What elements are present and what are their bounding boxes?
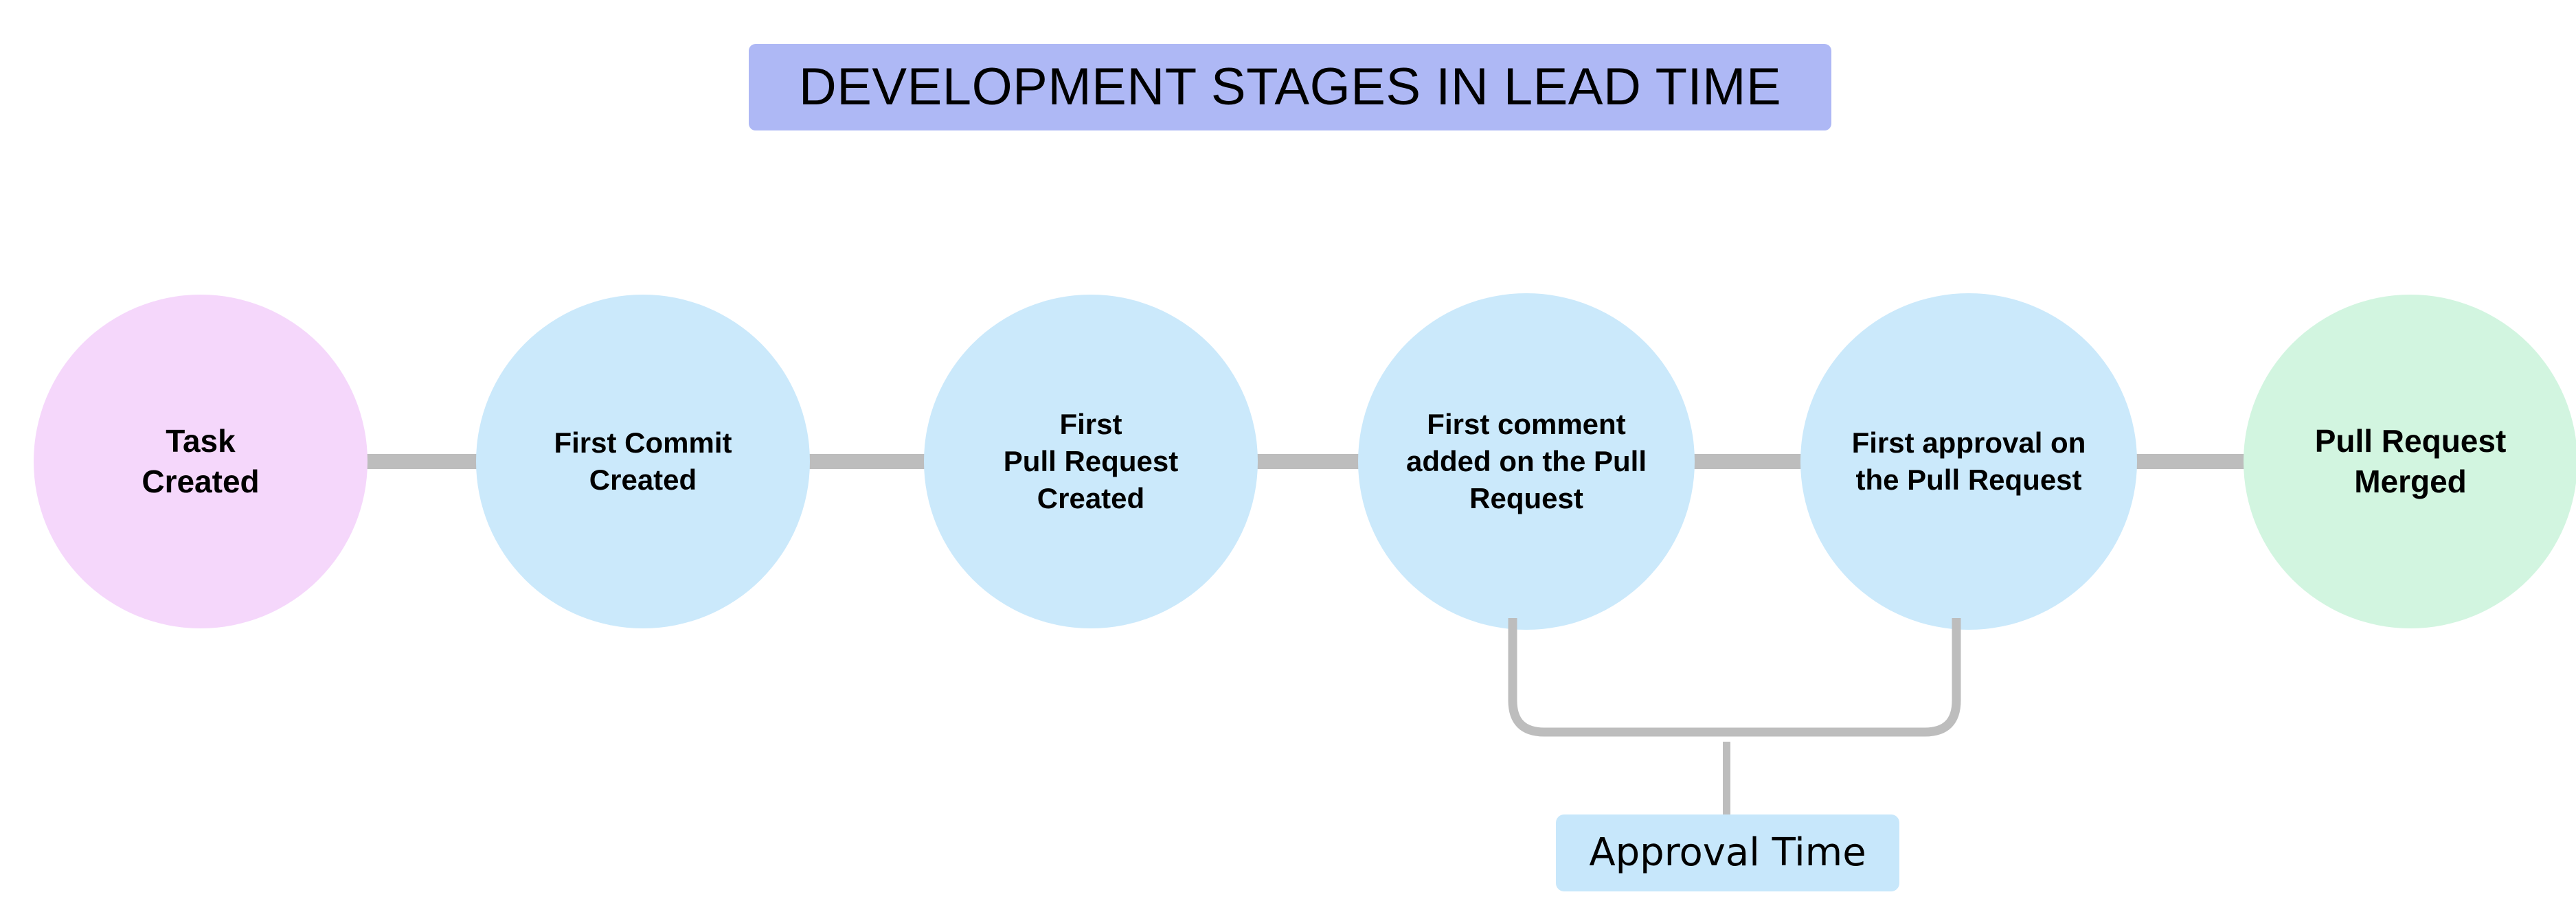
- page-title: DEVELOPMENT STAGES IN LEAD TIME: [798, 58, 1782, 116]
- stage-pull-request-merged[interactable]: Pull Request Merged: [2244, 295, 2576, 628]
- approval-time-bracket: [1508, 618, 1961, 737]
- stage-label-first-pull-request-created: First Pull Request Created: [1003, 408, 1179, 514]
- approval-time-bracket-stem: [1723, 742, 1730, 817]
- stage-label-first-approval: First approval on the Pull Request: [1851, 426, 2086, 496]
- connector-first-pr-to-first-comment: [1253, 454, 1360, 469]
- connector-first-approval-to-merged: [2134, 454, 2245, 469]
- approval-time-label-box[interactable]: Approval Time: [1556, 814, 1899, 891]
- connector-task-to-first-commit: [363, 454, 481, 469]
- stage-label-first-comment-added: First comment added on the Pull Request: [1405, 408, 1647, 514]
- stage-label-task-created: Task Created: [142, 423, 260, 499]
- approval-time-label: Approval Time: [1589, 830, 1866, 875]
- stage-first-commit-created[interactable]: First Commit Created: [476, 295, 810, 628]
- connector-first-comment-to-first-approval: [1691, 454, 1801, 469]
- stage-first-comment-added[interactable]: First comment added on the Pull Request: [1358, 293, 1695, 630]
- stage-first-pull-request-created[interactable]: First Pull Request Created: [924, 295, 1258, 628]
- stage-label-first-commit-created: First Commit Created: [554, 426, 732, 496]
- stage-first-approval[interactable]: First approval on the Pull Request: [1800, 293, 2137, 630]
- stage-label-pull-request-merged: Pull Request Merged: [2314, 423, 2507, 499]
- diagram-title-banner: DEVELOPMENT STAGES IN LEAD TIME: [749, 44, 1831, 130]
- connector-first-commit-to-first-pr: [805, 454, 925, 469]
- stage-task-created[interactable]: Task Created: [34, 295, 368, 628]
